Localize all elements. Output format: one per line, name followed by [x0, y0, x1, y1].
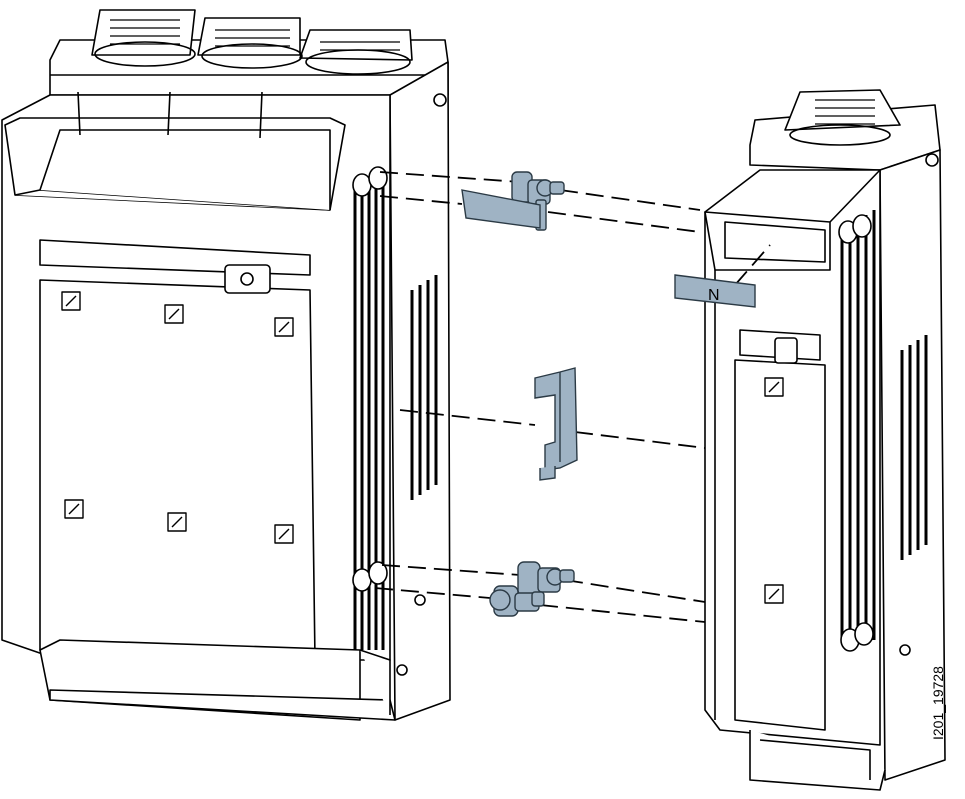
- connector-pin-upper: [511, 171, 565, 231]
- connector-pin-lower: [489, 561, 575, 617]
- top-terminals: [91, 9, 413, 75]
- screw-markers: [61, 291, 294, 544]
- coupling-bracket: [534, 367, 578, 481]
- left-switch-unit: [1, 9, 451, 721]
- neutral-label-plate: N: [674, 274, 756, 308]
- neutral-label-text: N: [708, 287, 720, 304]
- assembly-guide-lines: [374, 171, 771, 623]
- vent-strips-right: [840, 210, 928, 640]
- label-plate-upper: [461, 189, 541, 229]
- document-id: I201_19728: [930, 666, 946, 740]
- right-switch-unit: [704, 89, 946, 791]
- screw-markers-right: [764, 377, 784, 604]
